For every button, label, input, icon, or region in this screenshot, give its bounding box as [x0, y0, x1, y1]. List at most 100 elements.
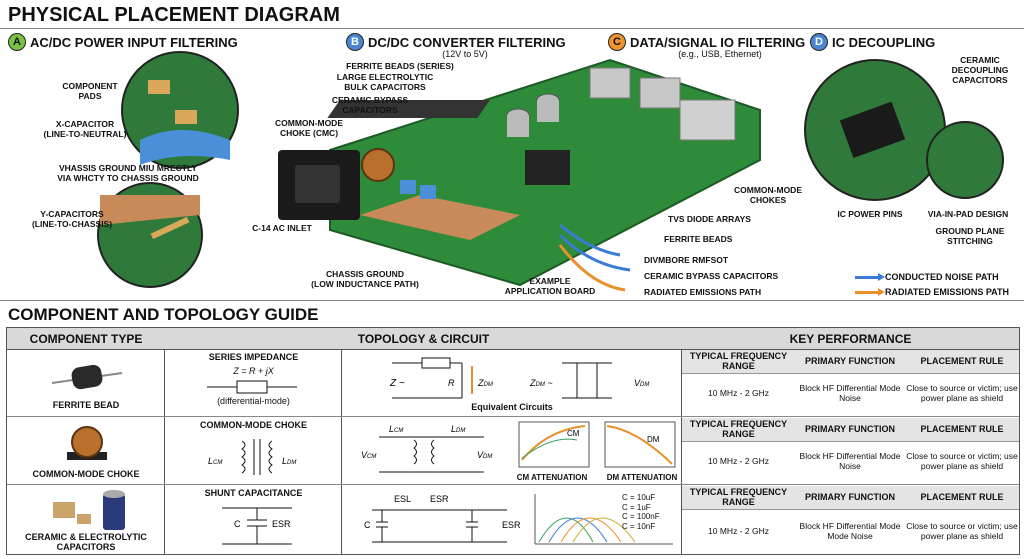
svg-text:VCM: VCM: [361, 450, 376, 460]
badge-b: B: [346, 33, 364, 51]
svg-text:DM: DM: [647, 435, 660, 444]
label-y-capacitors: Y-CAPACITORS (LINE-TO-CHASSIS): [31, 209, 113, 229]
row2-dm-caption: DM ATTENUATION: [606, 473, 678, 482]
guide-title: COMPONENT AND TOPOLOGY GUIDE: [8, 305, 319, 324]
row2-place-header: PLACEMENT RULE: [905, 418, 1019, 442]
placement-diagram: PHYSICAL PLACEMENT DIAGRAM A AC/DC POWER…: [0, 4, 1024, 297]
row1-func-header: PRIMARY FUNCTION: [795, 350, 905, 374]
badge-c: C: [608, 33, 626, 51]
label-c14: C-14 AC INLET: [252, 223, 312, 233]
common-mode-choke: [361, 148, 395, 182]
svg-text:LDM: LDM: [282, 456, 296, 466]
svg-text:ESL: ESL: [394, 494, 411, 504]
arrow-icon: [855, 272, 885, 281]
header-key-performance: KEY PERFORMANCE: [682, 328, 1019, 350]
row3-topo-title: SHUNT CAPACITANCE: [204, 488, 303, 498]
label-ferrite-beads: FERRITE BEADS: [664, 234, 733, 244]
chassis-copper: [100, 195, 200, 225]
row3-func-header: PRIMARY FUNCTION: [795, 486, 905, 510]
label-cmc: COMMON-MODE CHOKE (CMC): [275, 118, 343, 138]
row2-freq: 10 MHz - 2 GHz: [708, 456, 769, 467]
pad-2: [175, 110, 197, 124]
svg-text:VDM: VDM: [477, 450, 492, 460]
label-bypass-caps: CERAMIC BYPASS CAPACITORS: [331, 95, 409, 115]
svg-text:LCM: LCM: [389, 424, 403, 434]
row1-place: Close to source or victim; use power pla…: [906, 383, 1018, 403]
conducted-path-2: [558, 233, 631, 272]
svg-text:ESR: ESR: [430, 494, 449, 504]
impedance-curves: [534, 494, 673, 545]
row1-topo-title: SERIES IMPEDANCE: [208, 352, 299, 362]
c14-socket: [295, 165, 340, 203]
svg-text:Z ~: Z ~: [389, 378, 405, 389]
row2-func: Block HF Differential Mode Noise: [799, 451, 901, 471]
row1-freq: 10 MHz - 2 GHz: [708, 388, 769, 399]
ferrite-bead-icon: [51, 364, 123, 390]
label-ground-stitch: GROUND PLANE STITCHING: [935, 226, 1005, 246]
section-a-heading: A AC/DC POWER INPUT FILTERING: [8, 33, 238, 51]
header-component-type: COMPONENT TYPE: [7, 328, 165, 350]
section-b-heading: B DC/DC CONVERTER FILTERING: [346, 33, 566, 51]
label-ceramic-decoupling: CERAMIC DECOUPLING CAPACITORS: [951, 55, 1009, 85]
label-via-in-pad: VIA-IN-PAD DESIGN: [927, 209, 1009, 219]
label-x-capacitor: X-CAPACITOR (LINE-TO-NEUTRAL): [43, 119, 127, 139]
svg-text:LCM: LCM: [208, 456, 222, 466]
arrow-icon: [855, 287, 885, 296]
usb-port-2: [639, 77, 681, 109]
label-example-board: EXAMPLE APPLICATION BOARD: [504, 276, 596, 296]
row2-name: COMMON-MODE CHOKE: [32, 469, 140, 479]
svg-text:LDM: LDM: [451, 424, 465, 434]
ferrite-symbol: [207, 380, 297, 394]
svg-text:ZDM ~: ZDM ~: [529, 378, 553, 388]
ic-package: [839, 101, 906, 159]
cmc-symbol: LCM LDM: [208, 439, 296, 475]
row1-formula: Z = R + jX: [233, 366, 274, 376]
row1-name: FERRITE BEAD: [52, 400, 120, 410]
pad-1: [148, 80, 170, 94]
svg-text:C: C: [234, 519, 241, 529]
svg-text:C: C: [364, 520, 371, 530]
label-ic-power-pins: IC POWER PINS: [837, 209, 903, 219]
label-ferrite-series: FERRITE BEADS (SERIES): [346, 61, 454, 71]
bulk-cap-2-body: [537, 100, 559, 122]
row3-freq: 10 MHz - 2 GHz: [708, 526, 769, 537]
label-cm-chokes: COMMON-MODE CHOKES: [734, 185, 802, 205]
row3-freq-header: TYPICAL FREQUENCY RANGE: [682, 486, 795, 510]
row1-place-header: PLACEMENT RULE: [905, 350, 1019, 374]
label-component-pads: COMPONENT PADS: [62, 81, 118, 101]
soc-chip: [525, 150, 570, 185]
row2-topo-title: COMMON-MODE CHOKE: [200, 420, 307, 430]
ethernet-port: [679, 99, 736, 141]
component-guide-table: COMPONENT TYPE TOPOLOGY & CIRCUIT KEY PE…: [6, 327, 1020, 555]
svg-text:ESR: ESR: [272, 519, 291, 529]
section-d-heading: D IC DECOUPLING: [810, 33, 935, 51]
page-title: PHYSICAL PLACEMENT DIAGRAM: [8, 4, 340, 26]
row2-freq-header: TYPICAL FREQUENCY RANGE: [682, 418, 795, 442]
legend-radiated: RADIATED EMISSIONS PATH: [855, 287, 1009, 297]
section-c-heading: C DATA/SIGNAL IO FILTERING: [608, 33, 805, 51]
equivalent-circuit: Z ~R ZDM ZDM ~VDM: [389, 357, 649, 399]
row1-note: (differential-mode): [217, 396, 290, 406]
label-chassis-note: VHASSIS GROUND MIU MRECTLY VIA WHCTY TO …: [57, 163, 199, 183]
row3-place: Close to source or victim; use power pla…: [906, 521, 1018, 541]
row2-cm-caption: CM ATTENUATION: [516, 473, 588, 482]
bulk-cap-1-body: [507, 115, 529, 137]
shunt-cap-symbol: C ESR: [222, 507, 292, 545]
x-capacitor-shape: [140, 130, 230, 165]
x-cap-board: [400, 180, 416, 194]
section-b-sub: (12V to 5V): [442, 49, 488, 59]
label-radiated-path: RADIATED EMISSIONS PATH: [644, 287, 762, 297]
cap-legend: C = 10uF C = 1uF C = 100nF C = 10nF: [622, 493, 660, 531]
common-mode-choke-icon: [67, 426, 107, 460]
radiated-path-1: [558, 244, 626, 292]
svg-text:CM: CM: [567, 429, 580, 438]
svg-text:R: R: [448, 378, 455, 388]
label-bulk-caps: LARGE ELECTROLYTIC BULK CAPACITORS: [336, 72, 434, 92]
conducted-path-1: [559, 223, 621, 257]
legend-conducted: CONDUCTED NOISE PATH: [855, 272, 999, 282]
gpio-header: [327, 100, 490, 118]
chassis-ground-plane: [360, 195, 520, 240]
label-divmbore: DIVMBORE RMFSOT: [644, 255, 729, 265]
y-cap-board: [420, 185, 436, 199]
